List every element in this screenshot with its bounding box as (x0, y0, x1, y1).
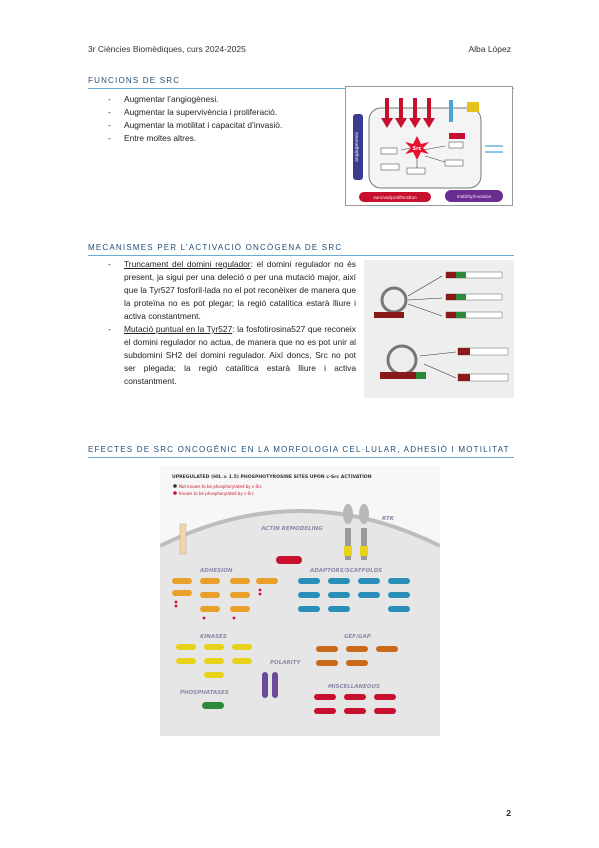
src-signaling-figure: angiogenesis Src survival/proliferation … (345, 86, 513, 206)
section-title-efectes: EFECTES DE SRC ONCOGÈNIC EN LA MORFOLOGI… (88, 445, 510, 454)
section-divider (88, 88, 514, 89)
label-kinases: KINASES (200, 634, 227, 640)
phosphotyrosine-sites-figure: UPREGULATED (HIL ≥ 1.5) PHOSPHOTYROSINE … (160, 466, 440, 736)
truncament-label: Truncament del domini regulador (124, 259, 251, 269)
mutacio-text: : la fosfotirosina527 que reconeix el do… (124, 324, 356, 386)
src-activation-figure (364, 260, 514, 398)
section-title-funcions: FUNCIONS DE SRC (88, 76, 181, 85)
label-gef-gap: GEF/GAP (344, 634, 371, 640)
section-divider (88, 255, 514, 256)
legend-not-known: Not known to be phosphorylated by c-Src (179, 484, 262, 489)
section-divider (88, 457, 514, 458)
legend-known: Known to be phosphorylated by c-Src (179, 491, 254, 496)
figure-heading: UPREGULATED (HIL ≥ 1.5) PHOSPHOTYROSINE … (172, 474, 372, 480)
label-actin: ACTIN REMODELING (260, 526, 323, 532)
list-item: Entre moltes altres. (104, 132, 334, 145)
list-item: Truncament del domini regulador: el domi… (104, 258, 356, 323)
list-item: Mutació puntual en la Tyr527: la fosfoti… (104, 323, 356, 388)
angiogenesis-label: angiogenesis (354, 132, 360, 162)
survival-proliferation-label: survival/proliferation (373, 195, 417, 200)
label-miscellaneous: MISCELLANEOUS (328, 684, 380, 690)
page-number: 2 (506, 808, 511, 818)
list-item: Augmentar la motilitat i capacitat d’inv… (104, 119, 334, 132)
label-adhesion: ADHESION (199, 568, 233, 574)
label-polarity: POLARITY (270, 660, 302, 666)
motility-invasion-label: motility/invasion (457, 194, 492, 199)
src-label: Src (412, 146, 421, 152)
list-item: Augmentar la supervivència i proliferaci… (104, 106, 334, 119)
mutacio-label: Mutació puntual en la Tyr527 (124, 324, 233, 334)
label-adaptors: ADAPTORS/SCAFFOLDS (309, 568, 382, 574)
list-item: Augmentar l’angiogènesi. (104, 93, 334, 106)
document-header-author: Alba López (468, 44, 511, 54)
truncament-text: : el domini regulador no és present, ja … (124, 259, 356, 321)
document-header-course: 3r Ciències Biomèdiques, curs 2024-2025 (88, 44, 246, 54)
label-phosphatases: PHOSPHATASES (180, 690, 229, 696)
functions-list: Augmentar l’angiogènesi. Augmentar la su… (104, 93, 334, 145)
section-title-mecanismes: MECANISMES PER L’ACTIVACIÓ ONCÒGENA DE S… (88, 243, 343, 252)
label-rtk: RTK (382, 516, 395, 522)
mechanisms-list: Truncament del domini regulador: el domi… (104, 258, 356, 388)
